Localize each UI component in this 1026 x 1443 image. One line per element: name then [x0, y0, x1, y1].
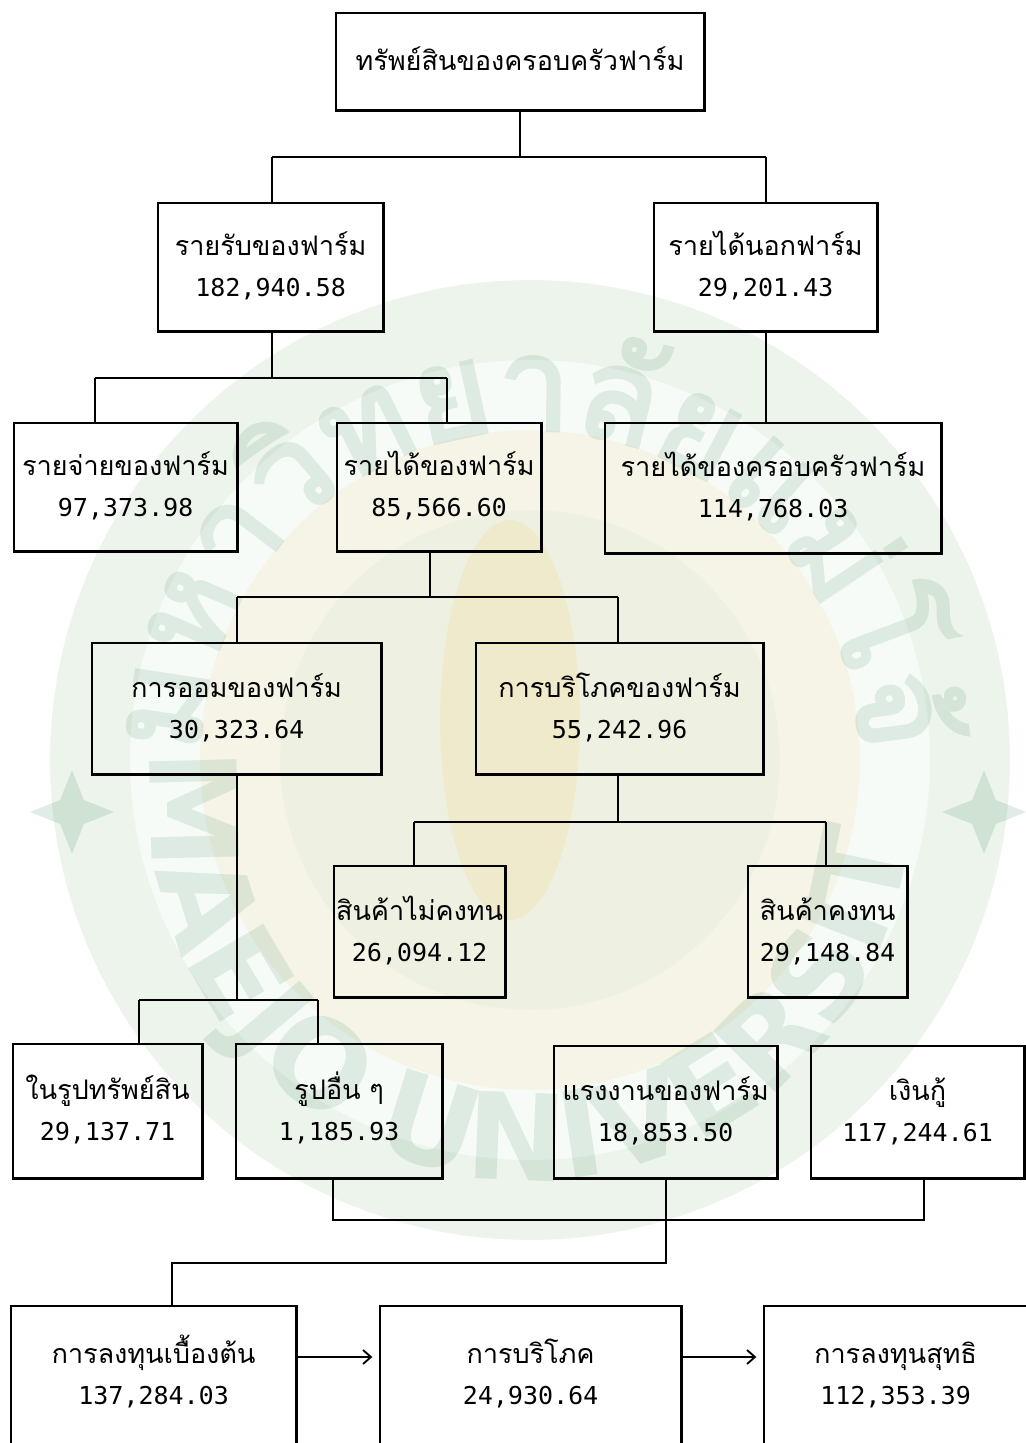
- node-title: ทรัพย์สินของครอบครัวฟาร์ม: [355, 45, 685, 77]
- node-loan: เงินกู้ 117,244.61: [810, 1045, 1026, 1180]
- node-title: การบริโภค: [466, 1339, 595, 1370]
- node-consumption: การบริโภค 24,930.64: [379, 1305, 683, 1443]
- node-value: 26,094.12: [351, 937, 488, 967]
- node-durable-goods: สินค้าคงทน 29,148.84: [747, 865, 909, 999]
- node-value: 29,137.71: [39, 1117, 176, 1146]
- node-value: 114,768.03: [697, 494, 849, 523]
- node-title: แรงงานของฟาร์ม: [562, 1076, 769, 1107]
- node-value: 18,853.50: [597, 1118, 734, 1147]
- node-title: รายจ่ายของฟาร์ม: [22, 451, 229, 482]
- node-initial-investment: การลงทุนเบื้องต้น 137,284.03: [10, 1305, 298, 1443]
- node-title: รูปอื่น ๆ: [294, 1075, 384, 1106]
- node-value: 182,940.58: [195, 273, 346, 302]
- node-title: รายได้นอกฟาร์ม: [668, 231, 863, 262]
- node-value: 1,185.93: [278, 1117, 400, 1146]
- node-title: รายได้ของฟาร์ม: [343, 451, 535, 482]
- node-title: การออมของฟาร์ม: [131, 672, 342, 704]
- node-value: 97,373.98: [57, 493, 194, 522]
- node-asset-form: ในรูปทรัพย์สิน 29,137.71: [12, 1043, 204, 1180]
- node-off-farm-income: รายได้นอกฟาร์ม 29,201.43: [653, 202, 879, 333]
- node-farm-expense: รายจ่ายของฟาร์ม 97,373.98: [13, 422, 239, 553]
- node-title: รายได้ของครอบครัวฟาร์ม: [620, 452, 926, 483]
- node-value: 137,284.03: [78, 1381, 229, 1410]
- node-farm-labor: แรงงานของฟาร์ม 18,853.50: [553, 1045, 779, 1180]
- node-farm-income: รายรับของฟาร์ม 182,940.58: [157, 202, 385, 333]
- node-title: รายรับของฟาร์ม: [174, 231, 367, 262]
- node-value: 55,242.96: [551, 714, 688, 744]
- node-title: สินค้าไม่คงทน: [335, 895, 504, 927]
- node-title: เงินกู้: [888, 1076, 947, 1107]
- node-title: การบริโภคของฟาร์ม: [498, 672, 741, 704]
- node-net-investment: การลงทุนสุทธิ 112,353.39: [763, 1305, 1026, 1443]
- node-value: 85,566.60: [371, 493, 507, 522]
- node-title: สินค้าคงทน: [759, 895, 896, 927]
- node-nondurable-goods: สินค้าไม่คงทน 26,094.12: [333, 865, 507, 999]
- node-title: การลงทุนเบื้องต้น: [51, 1339, 256, 1370]
- node-value: 112,353.39: [820, 1381, 971, 1410]
- node-farm-consumption: การบริโภคของฟาร์ม 55,242.96: [475, 642, 765, 776]
- node-family-farm-income: รายได้ของครอบครัวฟาร์ม 114,768.03: [604, 422, 943, 555]
- node-value: 29,201.43: [697, 273, 834, 302]
- node-farm-revenue: รายได้ของฟาร์ม 85,566.60: [336, 422, 543, 553]
- node-title: ในรูปทรัพย์สิน: [25, 1075, 190, 1106]
- node-value: 29,148.84: [759, 937, 896, 967]
- node-title: การลงทุนสุทธิ: [814, 1339, 977, 1370]
- node-value: 24,930.64: [462, 1381, 599, 1410]
- node-value: 117,244.61: [842, 1118, 993, 1147]
- node-root: ทรัพย์สินของครอบครัวฟาร์ม: [335, 12, 706, 112]
- node-other-form: รูปอื่น ๆ 1,185.93: [235, 1043, 444, 1180]
- node-value: 30,323.64: [168, 714, 305, 744]
- node-farm-saving: การออมของฟาร์ม 30,323.64: [91, 642, 383, 776]
